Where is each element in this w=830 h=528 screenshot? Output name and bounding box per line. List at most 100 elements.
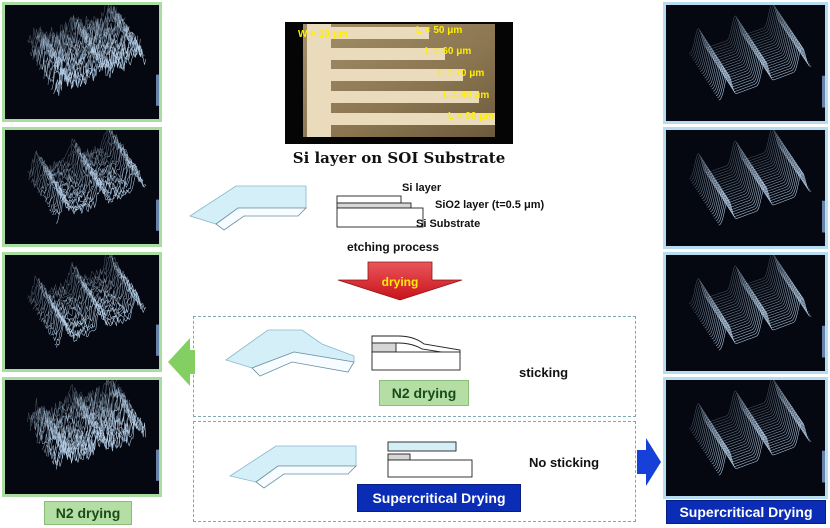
profile-line	[55, 291, 147, 348]
scale-bar	[822, 325, 825, 358]
profile-line	[31, 5, 122, 57]
profile-line	[708, 407, 802, 460]
profile-line	[53, 289, 144, 342]
supercritical-drying-label: Supercritical Drying	[357, 484, 521, 512]
profile-line	[705, 28, 799, 81]
profile-line	[715, 417, 809, 471]
scale-bar	[156, 324, 159, 356]
profile-line	[714, 165, 808, 219]
etching-process-label: etching process	[347, 240, 440, 254]
profile-line	[50, 284, 141, 336]
profile-plot	[688, 380, 825, 483]
length-label-5: L = 90 μm	[448, 111, 495, 122]
profile-line	[698, 142, 792, 195]
profile-line	[707, 280, 800, 333]
beam-5	[331, 113, 495, 125]
scd-profile-2	[663, 127, 828, 249]
profile-line	[696, 388, 789, 441]
length-label-1: L = 50 μm	[416, 25, 463, 36]
profile-plot	[688, 5, 825, 108]
profile-line	[56, 170, 147, 224]
beam-1	[331, 27, 429, 39]
profile-line	[715, 167, 809, 221]
layer-stack-initial	[336, 195, 424, 228]
profile-line	[694, 136, 788, 188]
profile-line	[51, 411, 142, 465]
profile-line	[697, 15, 791, 68]
profile-plot	[27, 380, 159, 481]
right-supercritical-drying-label: Supercritical Drying	[666, 500, 826, 524]
profile-line	[691, 132, 785, 184]
profile-line	[54, 45, 145, 93]
profile-line	[52, 163, 142, 215]
free-cantilever-side-face	[255, 465, 357, 489]
profile-line	[688, 5, 782, 55]
scale-bar	[822, 200, 825, 233]
profile-line	[54, 290, 145, 346]
profile-line	[714, 40, 808, 94]
green-arrow-shape	[168, 338, 195, 386]
profile-line	[696, 138, 789, 191]
profile-line	[27, 5, 118, 46]
profile-line	[703, 398, 796, 452]
free-si-layer	[387, 441, 457, 452]
micrograph-image	[303, 24, 495, 137]
drying-arrow	[337, 261, 463, 301]
profile-line	[718, 46, 812, 101]
profile-line	[704, 275, 798, 329]
profile-line	[697, 265, 791, 318]
profile-line	[710, 159, 803, 213]
layer-stack-free	[387, 441, 473, 478]
si-substrate-label: Si Substrate	[416, 218, 481, 230]
profile-line	[49, 157, 140, 212]
profile-line	[54, 417, 145, 466]
profile-line	[712, 413, 806, 467]
profile-line	[712, 288, 806, 342]
free-substrate-rect	[387, 459, 473, 478]
profile-line	[688, 255, 782, 305]
profile-line	[39, 393, 130, 441]
blue-arrow-shape	[637, 438, 661, 486]
profile-line	[693, 384, 786, 436]
profile-plot	[27, 255, 159, 356]
profile-line	[712, 38, 806, 92]
stuck-substrate-rect	[371, 351, 461, 371]
profile-line	[55, 45, 147, 96]
micrograph: W = 10 μm L = 50 μm L = 60 μm L = 70 μm …	[285, 22, 513, 144]
drying-label: drying	[381, 275, 419, 289]
cantilever-3d-free	[228, 445, 357, 489]
profile-line	[704, 150, 798, 204]
profile-line	[698, 17, 792, 70]
profile-line	[703, 23, 796, 77]
profile-line	[690, 5, 783, 57]
profile-line	[700, 144, 793, 197]
profile-line	[701, 271, 795, 324]
profile-line	[50, 34, 141, 90]
profile-line	[698, 267, 792, 320]
profile-line	[703, 273, 796, 327]
profile-line	[705, 153, 799, 206]
profile-line	[53, 415, 144, 465]
profile-line	[697, 390, 791, 443]
profile-line	[712, 163, 806, 217]
profile-line	[27, 255, 118, 300]
n2-profile-4	[2, 377, 162, 497]
left-n2-drying-label: N2 drying	[44, 501, 132, 525]
anchor-pad	[307, 24, 331, 137]
profile-line	[44, 276, 136, 330]
profile-line	[34, 133, 124, 188]
profile-line	[718, 296, 812, 351]
profile-plot	[688, 130, 825, 233]
profile-line	[693, 9, 786, 61]
sio2-layer-label: SiO2 layer (t=0.5 μm)	[435, 199, 545, 211]
beam-4	[331, 91, 479, 103]
profile-line	[718, 421, 812, 476]
profile-line	[701, 396, 795, 449]
profile-line	[710, 409, 803, 463]
profile-line	[38, 269, 129, 317]
n2-drying-label: N2 drying	[379, 380, 469, 406]
profile-line	[693, 134, 786, 186]
profile-line	[710, 34, 803, 88]
profile-line	[704, 25, 798, 79]
profile-line	[703, 148, 796, 202]
